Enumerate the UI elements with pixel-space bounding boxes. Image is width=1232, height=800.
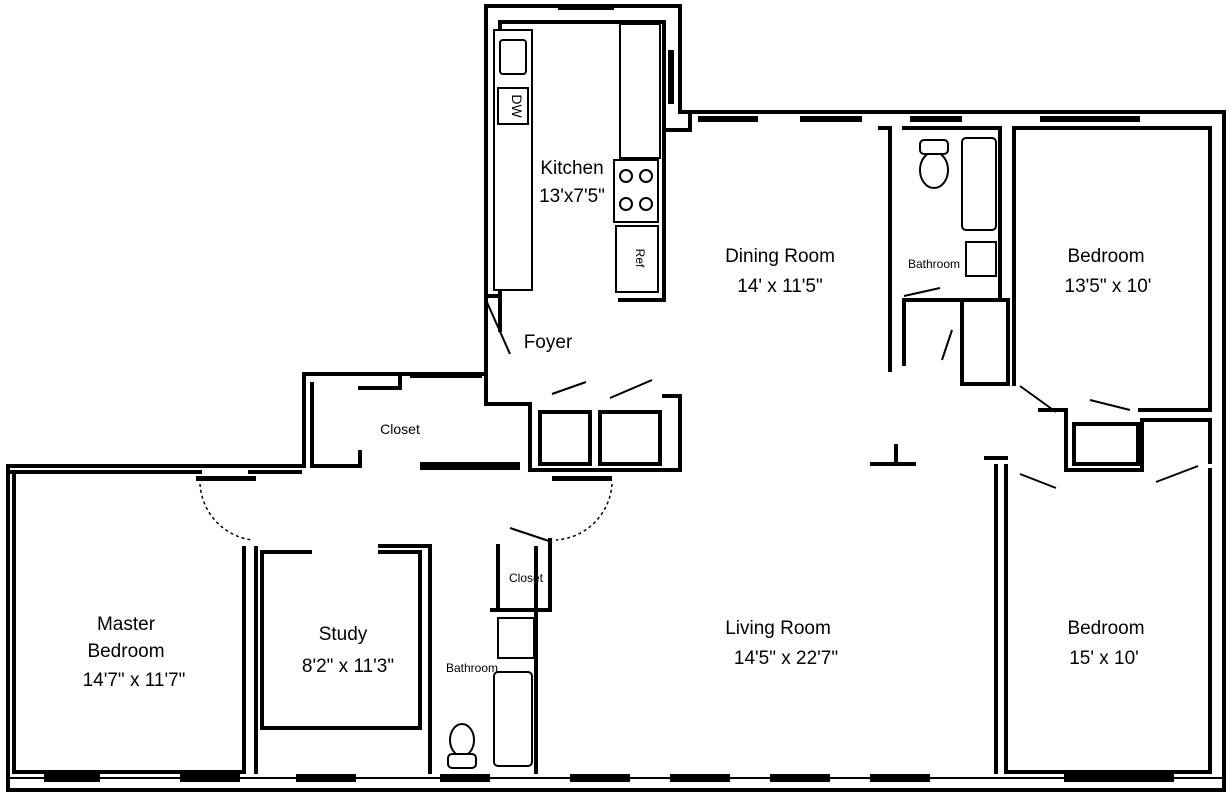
study-size: 8'2" x 11'3" (302, 656, 394, 677)
living-room-size: 14'5" x 22'7" (734, 648, 838, 669)
bedroom-bottom-label: Bedroom (1067, 618, 1144, 639)
foyer-label: Foyer (524, 332, 573, 353)
refrigerator-label: Ref (633, 249, 647, 268)
toilet-icon (919, 151, 949, 189)
dining-room-label: Dining Room (725, 246, 835, 267)
bedroom-bottom-size: 15' x 10' (1069, 648, 1139, 669)
bedroom-top-label: Bedroom (1067, 246, 1144, 267)
dishwasher-icon (497, 87, 529, 125)
bathroom-bottom-label: Bathroom (446, 661, 498, 675)
master-bedroom-size: 14'7" x 11'7" (83, 670, 186, 691)
master-bedroom-label-line2: Bedroom (87, 641, 164, 662)
closet-top-label: Closet (380, 421, 420, 437)
bathroom-sink-icon (965, 241, 997, 277)
bathtub-icon (961, 137, 997, 231)
walls (6, 4, 1226, 792)
kitchen-label: Kitchen (540, 158, 603, 179)
bedroom-top-size: 13'5" x 10' (1065, 276, 1152, 297)
dishwasher-label: DW (509, 94, 525, 118)
dining-room-size: 14' x 11'5" (737, 276, 822, 297)
bathroom-top-label: Bathroom (908, 257, 960, 271)
kitchen-counter-right (619, 23, 661, 159)
master-bedroom-label-line1: Master (97, 614, 156, 635)
living-room-label: Living Room (725, 618, 831, 639)
bathtub-icon-2 (493, 671, 533, 767)
kitchen-sink-icon (499, 39, 527, 75)
stove-icon (613, 159, 659, 223)
kitchen-size: 13'x7'5" (539, 186, 605, 207)
fixtures (447, 23, 997, 769)
room-labels: Kitchen 13'x7'5" DW Ref Dining Room 14' … (83, 94, 1152, 691)
closet-small-label: Closet (509, 571, 544, 585)
door-swings (199, 287, 1199, 543)
refrigerator-icon (615, 225, 659, 293)
windows (44, 4, 1174, 782)
toilet-icon-2 (449, 723, 475, 757)
bathroom-sink-icon-2 (497, 617, 535, 659)
study-label: Study (319, 624, 368, 645)
